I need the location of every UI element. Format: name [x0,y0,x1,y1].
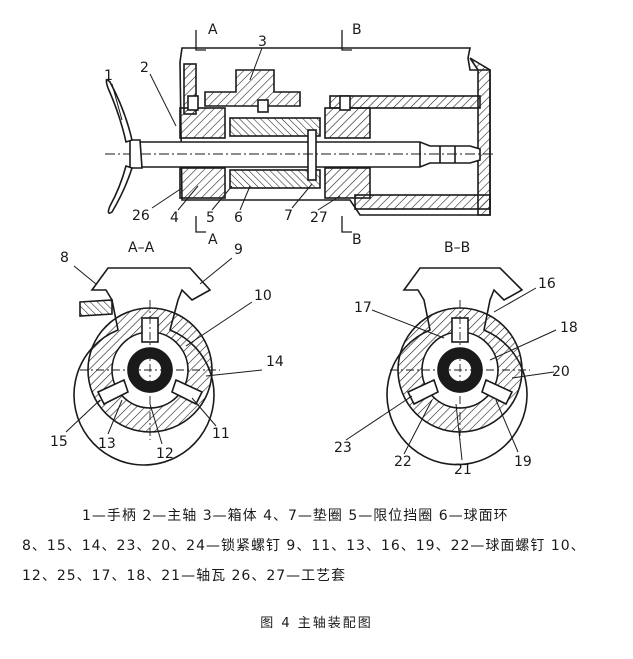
section-mark-a-top [195,30,206,51]
section-a-right-screw [171,378,204,406]
section-mark-b-bottom-label: B [352,232,362,248]
section-b-view [345,267,557,466]
callout-16: 16 [538,276,556,292]
callout-4: 4 [170,210,179,226]
top-view-labels: A B A B 1 2 3 26 4 5 6 7 27 [104,22,362,248]
bush-right-upper [324,107,371,139]
section-mark-b-bottom [341,216,352,233]
screw-top-2 [257,99,269,113]
callout-26: 26 [132,208,150,224]
bush-left-lower [179,167,226,199]
section-b-left-screw [406,378,439,406]
bush-right-lower [324,167,371,199]
handle-hub [129,139,143,169]
callout-20: 20 [552,364,570,380]
callout-10: 10 [254,288,272,304]
callout-1: 1 [104,68,113,84]
retaining-ring [307,129,317,181]
top-section-view [105,30,495,233]
section-a-left-screw [96,378,129,406]
callout-6: 6 [234,210,243,226]
callout-7: 7 [284,208,293,224]
callout-17: 17 [354,300,372,316]
section-mark-b-top [341,30,352,51]
screw-top-1 [187,95,199,111]
callout-8: 8 [60,250,69,266]
section-a-side-screw [79,299,113,317]
housing-right-wall [469,57,491,216]
spherical-ring-upper [229,117,321,137]
figure-title: 图 4 主轴装配图 [260,616,373,631]
callout-23: 23 [334,440,352,456]
callout-5: 5 [206,210,215,226]
callout-13: 13 [98,436,116,452]
callout-21: 21 [454,462,472,478]
section-mark-b-top-label: B [352,22,362,38]
callout-12: 12 [156,446,174,462]
callout-2: 2 [140,60,149,76]
legend-line-2: 8、15、14、23、20、24—锁紧螺钉 9、11、13、16、19、22—球… [22,538,586,554]
bush-left-upper [179,107,226,139]
section-mark-a-bottom [195,216,206,233]
callout-14: 14 [266,354,284,370]
section-mark-a-bottom-label: A [208,232,218,248]
legend-line-3: 12、25、17、18、21—轴瓦 26、27—工艺套 [22,568,347,584]
section-a-view [65,257,263,466]
housing-upper-arm [329,95,481,109]
callout-9: 9 [234,242,243,258]
callout-3: 3 [258,34,267,50]
section-a-labels: A–A 8 9 10 14 15 13 12 11 [50,240,284,462]
callout-27: 27 [310,210,328,226]
handle-lever-lower [107,164,134,214]
section-b-title: B–B [444,240,470,256]
section-a-title: A–A [128,240,155,256]
housing-top-block [204,69,301,107]
callout-22: 22 [394,454,412,470]
section-b-right-screw [481,378,514,406]
housing-lower-arm [354,194,491,210]
section-b-labels: B–B 17 16 18 20 23 22 21 19 [334,240,578,478]
callout-18: 18 [560,320,578,336]
callout-11: 11 [212,426,230,442]
callout-19: 19 [514,454,532,470]
callout-15: 15 [50,434,68,450]
legend-line-1: 1—手柄 2—主轴 3—箱体 4、7—垫圈 5—限位挡圈 6—球面环 [82,508,509,524]
screw-top-3 [339,95,351,111]
spherical-ring-lower [229,169,321,189]
section-mark-a-top-label: A [208,22,218,38]
